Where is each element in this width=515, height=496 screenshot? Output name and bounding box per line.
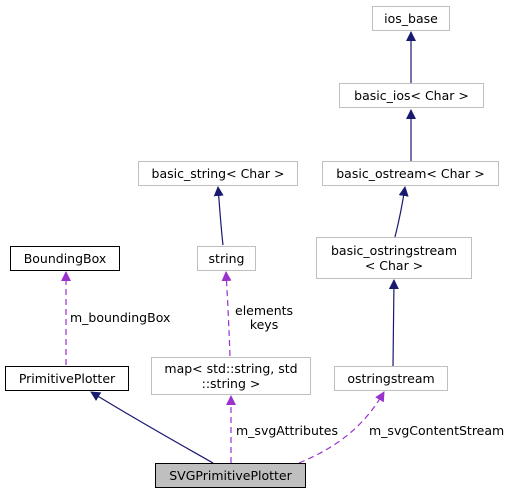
node-basic-ostringstream-label-1: basic_ostringstream bbox=[330, 243, 458, 258]
node-basic-ostream-label: basic_ostream< Char > bbox=[336, 166, 485, 181]
node-ostringstream-label: ostringstream bbox=[347, 371, 435, 386]
node-bounding-box-label: BoundingBox bbox=[23, 251, 107, 266]
edge-label-string-members-text-1: elements bbox=[235, 303, 294, 318]
node-basic-ostringstream: basic_ostringstream < Char > bbox=[316, 237, 472, 279]
node-string-label: string bbox=[208, 251, 245, 266]
node-svg-primitive-plotter-label: SVGPrimitivePlotter bbox=[169, 468, 292, 483]
node-basic-ostream: basic_ostream< Char > bbox=[322, 161, 499, 186]
edge-label-string-members-text-2: keys bbox=[249, 317, 279, 332]
node-ios-base-label: ios_base bbox=[384, 11, 438, 26]
edge-label-map-member-text: m_svgAttributes bbox=[236, 423, 338, 438]
edge-string-to-basic-string bbox=[213, 186, 224, 246]
node-basic-ios-label: basic_ios< Char > bbox=[354, 88, 469, 103]
node-primitive-plotter[interactable]: PrimitivePlotter bbox=[5, 366, 129, 391]
node-basic-string-label: basic_string< Char > bbox=[151, 166, 285, 181]
node-map: map< std::string, std ::string > bbox=[151, 357, 311, 395]
edge-basic-ostringstream-to-basic-ostream bbox=[394, 186, 409, 238]
node-svg-primitive-plotter: SVGPrimitivePlotter bbox=[155, 463, 306, 488]
edge-label-map-member: m_svgAttributes bbox=[236, 424, 338, 438]
node-string: string bbox=[197, 246, 256, 271]
edge-label-stream-member-text: m_svgContentStream bbox=[369, 423, 505, 438]
edge-label-stream-member: m_svgContentStream bbox=[369, 424, 504, 438]
node-ios-base: ios_base bbox=[372, 6, 450, 31]
node-bounding-box[interactable]: BoundingBox bbox=[10, 246, 120, 271]
edge-svg-to-primitive-plotter bbox=[90, 391, 214, 464]
node-map-label-1: map< std::string, std bbox=[164, 361, 298, 376]
edge-svg-uses-ostringstream bbox=[298, 391, 385, 464]
edge-label-string-members: elements keys bbox=[235, 304, 293, 332]
edge-label-bounding-box-member: m_boundingBox bbox=[70, 311, 170, 325]
node-map-label-2: ::string > bbox=[201, 376, 261, 391]
edge-label-bounding-box-member-text: m_boundingBox bbox=[70, 310, 171, 325]
node-primitive-plotter-label: PrimitivePlotter bbox=[18, 371, 116, 386]
node-ostringstream: ostringstream bbox=[334, 366, 448, 391]
node-basic-ios: basic_ios< Char > bbox=[339, 83, 484, 108]
node-basic-string: basic_string< Char > bbox=[138, 161, 298, 186]
edge-ostringstream-to-basic-ostringstream bbox=[388, 279, 399, 367]
edge-map-uses-string bbox=[221, 271, 232, 357]
node-basic-ostringstream-label-2: < Char > bbox=[364, 258, 424, 273]
